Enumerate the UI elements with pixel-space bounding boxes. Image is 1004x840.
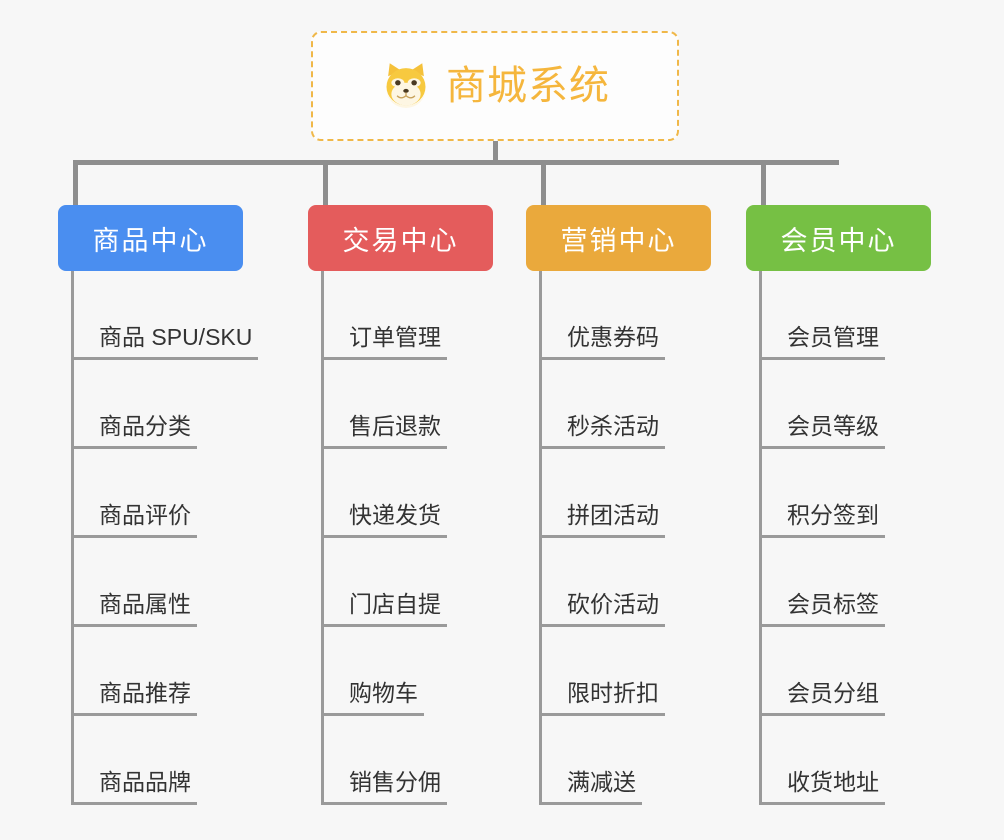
leaf-item[interactable]: 销售分佣 (321, 716, 493, 805)
leaf-item[interactable]: 商品 SPU/SKU (71, 271, 259, 360)
leaf-label: 会员管理 (759, 324, 885, 360)
leaf-label: 积分签到 (759, 502, 885, 538)
leaf-item[interactable]: 限时折扣 (539, 627, 711, 716)
leaf-label: 销售分佣 (321, 769, 447, 805)
connector-drop-member-center (761, 160, 766, 208)
connector-drop-trade-center (323, 160, 328, 208)
leaf-item[interactable]: 优惠券码 (539, 271, 711, 360)
column-product-center: 商品中心商品 SPU/SKU 商品分类商品评价商品属性商品推荐商品品牌 (58, 205, 259, 805)
leaf-spine (539, 271, 542, 805)
shiba-dog-face-icon (386, 63, 426, 108)
leaf-label: 会员标签 (759, 591, 885, 627)
leaf-label: 拼团活动 (539, 502, 665, 538)
leaf-item[interactable]: 会员标签 (759, 538, 931, 627)
category-title: 商品中心 (92, 225, 209, 256)
leaf-item[interactable]: 门店自提 (321, 538, 493, 627)
connector-horizontal-bus (73, 160, 839, 165)
leaf-label: 限时折扣 (539, 680, 665, 716)
leaf-label: 商品推荐 (71, 680, 197, 716)
leaf-item[interactable]: 会员分组 (759, 627, 931, 716)
leaf-spine (71, 271, 74, 805)
leaf-label: 商品评价 (71, 502, 197, 538)
category-title: 会员中心 (780, 225, 897, 256)
leaf-list-marketing-center: 优惠券码秒杀活动拼团活动砍价活动限时折扣满减送 (526, 271, 711, 805)
column-trade-center: 交易中心订单管理售后退款快递发货门店自提购物车销售分佣 (308, 205, 493, 805)
connector-drop-marketing-center (541, 160, 546, 208)
column-member-center: 会员中心会员管理会员等级积分签到会员标签会员分组收货地址 (746, 205, 931, 805)
leaf-spine (759, 271, 762, 805)
leaf-label: 商品属性 (71, 591, 197, 627)
category-header-trade-center[interactable]: 交易中心 (308, 205, 493, 271)
leaf-label: 售后退款 (321, 413, 447, 449)
leaf-item[interactable]: 会员等级 (759, 360, 931, 449)
leaf-item[interactable]: 售后退款 (321, 360, 493, 449)
category-header-marketing-center[interactable]: 营销中心 (526, 205, 711, 271)
leaf-item[interactable]: 商品属性 (71, 538, 243, 627)
leaf-item[interactable]: 商品分类 (71, 360, 243, 449)
column-marketing-center: 营销中心优惠券码秒杀活动拼团活动砍价活动限时折扣满减送 (526, 205, 711, 805)
leaf-item[interactable]: 快递发货 (321, 449, 493, 538)
category-header-product-center[interactable]: 商品中心 (58, 205, 243, 271)
leaf-label: 会员等级 (759, 413, 885, 449)
connector-root-stem (493, 141, 498, 163)
leaf-item[interactable]: 拼团活动 (539, 449, 711, 538)
leaf-label: 订单管理 (321, 324, 447, 360)
leaf-label: 购物车 (321, 680, 424, 716)
leaf-item[interactable]: 收货地址 (759, 716, 931, 805)
leaf-item[interactable]: 会员管理 (759, 271, 931, 360)
category-header-member-center[interactable]: 会员中心 (746, 205, 931, 271)
leaf-item[interactable]: 购物车 (321, 627, 493, 716)
leaf-label: 秒杀活动 (539, 413, 665, 449)
leaf-label: 优惠券码 (539, 324, 665, 360)
leaf-item[interactable]: 满减送 (539, 716, 711, 805)
leaf-label: 门店自提 (321, 591, 447, 627)
leaf-label: 商品分类 (71, 413, 197, 449)
leaf-label: 满减送 (539, 769, 642, 805)
leaf-label: 砍价活动 (539, 591, 665, 627)
leaf-item[interactable]: 商品推荐 (71, 627, 243, 716)
leaf-label: 商品 SPU/SKU (71, 324, 259, 360)
leaf-list-member-center: 会员管理会员等级积分签到会员标签会员分组收货地址 (746, 271, 931, 805)
leaf-item[interactable]: 商品评价 (71, 449, 243, 538)
leaf-item[interactable]: 商品品牌 (71, 716, 243, 805)
leaf-item[interactable]: 秒杀活动 (539, 360, 711, 449)
connector-drop-product-center (73, 160, 78, 208)
category-title: 营销中心 (560, 225, 677, 256)
leaf-item[interactable]: 积分签到 (759, 449, 931, 538)
leaf-item[interactable]: 订单管理 (321, 271, 493, 360)
leaf-label: 会员分组 (759, 680, 885, 716)
leaf-spine (321, 271, 324, 805)
root-title: 商城系统 (446, 64, 610, 108)
category-title: 交易中心 (342, 225, 459, 256)
leaf-label: 收货地址 (759, 769, 885, 805)
leaf-label: 快递发货 (321, 502, 447, 538)
leaf-label: 商品品牌 (71, 769, 197, 805)
leaf-list-trade-center: 订单管理售后退款快递发货门店自提购物车销售分佣 (308, 271, 493, 805)
root-node[interactable]: 商城系统 (311, 31, 679, 141)
leaf-list-product-center: 商品 SPU/SKU 商品分类商品评价商品属性商品推荐商品品牌 (58, 271, 259, 805)
leaf-item[interactable]: 砍价活动 (539, 538, 711, 627)
